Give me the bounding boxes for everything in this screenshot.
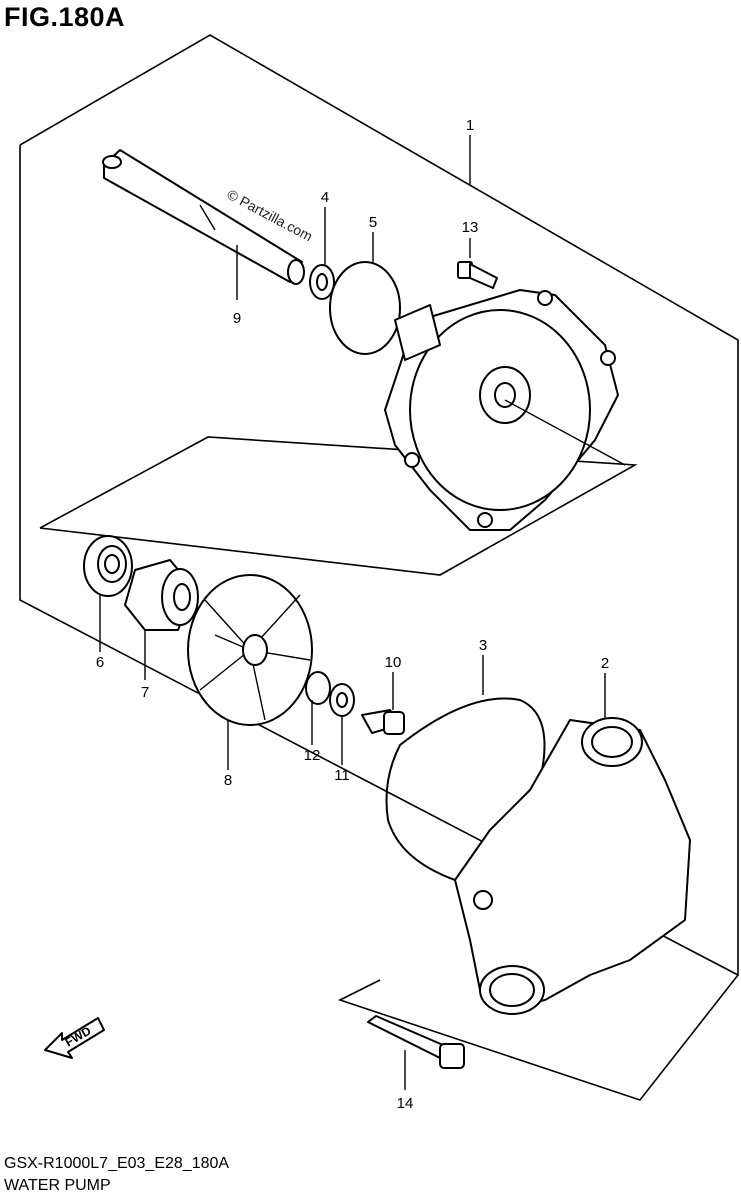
seal-washer-part[interactable] [329,683,355,717]
pump-body-part[interactable] [454,717,691,1015]
exploded-parts-diagram: FWD 1 2 3 4 5 6 7 8 9 10 11 12 13 14 [19,34,739,1112]
mechanical-seal-part[interactable] [124,559,199,631]
callout-11: 11 [334,767,350,784]
washer-part[interactable] [305,671,331,705]
model-code-label: GSX-R1000L7_E03_E28_180A [4,1155,230,1172]
pump-cover-part[interactable] [384,289,619,531]
subassembly-frame [39,436,638,576]
bolt-part[interactable] [361,709,405,735]
callout-8: 8 [224,772,232,789]
callout-3: 3 [479,637,487,654]
washer-part[interactable] [309,264,335,300]
o-ring-part[interactable] [329,261,401,355]
callout-12: 12 [304,747,321,764]
assembly-name-label: WATER PUMP [4,1177,111,1194]
bolt-part[interactable] [457,261,498,289]
callout-1: 1 [466,117,474,134]
callout-5: 5 [369,214,377,231]
long-bolt-part[interactable] [367,1015,465,1069]
callout-2: 2 [601,655,609,672]
figure-title: FIG.180A [4,2,126,32]
lower-frame [337,974,739,1101]
callout-10: 10 [385,654,402,671]
callout-14: 14 [397,1095,414,1112]
assembly-frame [19,34,739,977]
callout-9: 9 [233,310,241,327]
callout-6: 6 [96,654,104,671]
fwd-arrow-icon: FWD [44,1017,105,1059]
callout-13: 13 [462,219,479,236]
callout-4: 4 [321,189,329,206]
oil-seal-part[interactable] [83,535,133,597]
callout-7: 7 [141,684,149,701]
shaft-part[interactable] [102,149,305,285]
impeller-part[interactable] [187,574,313,726]
